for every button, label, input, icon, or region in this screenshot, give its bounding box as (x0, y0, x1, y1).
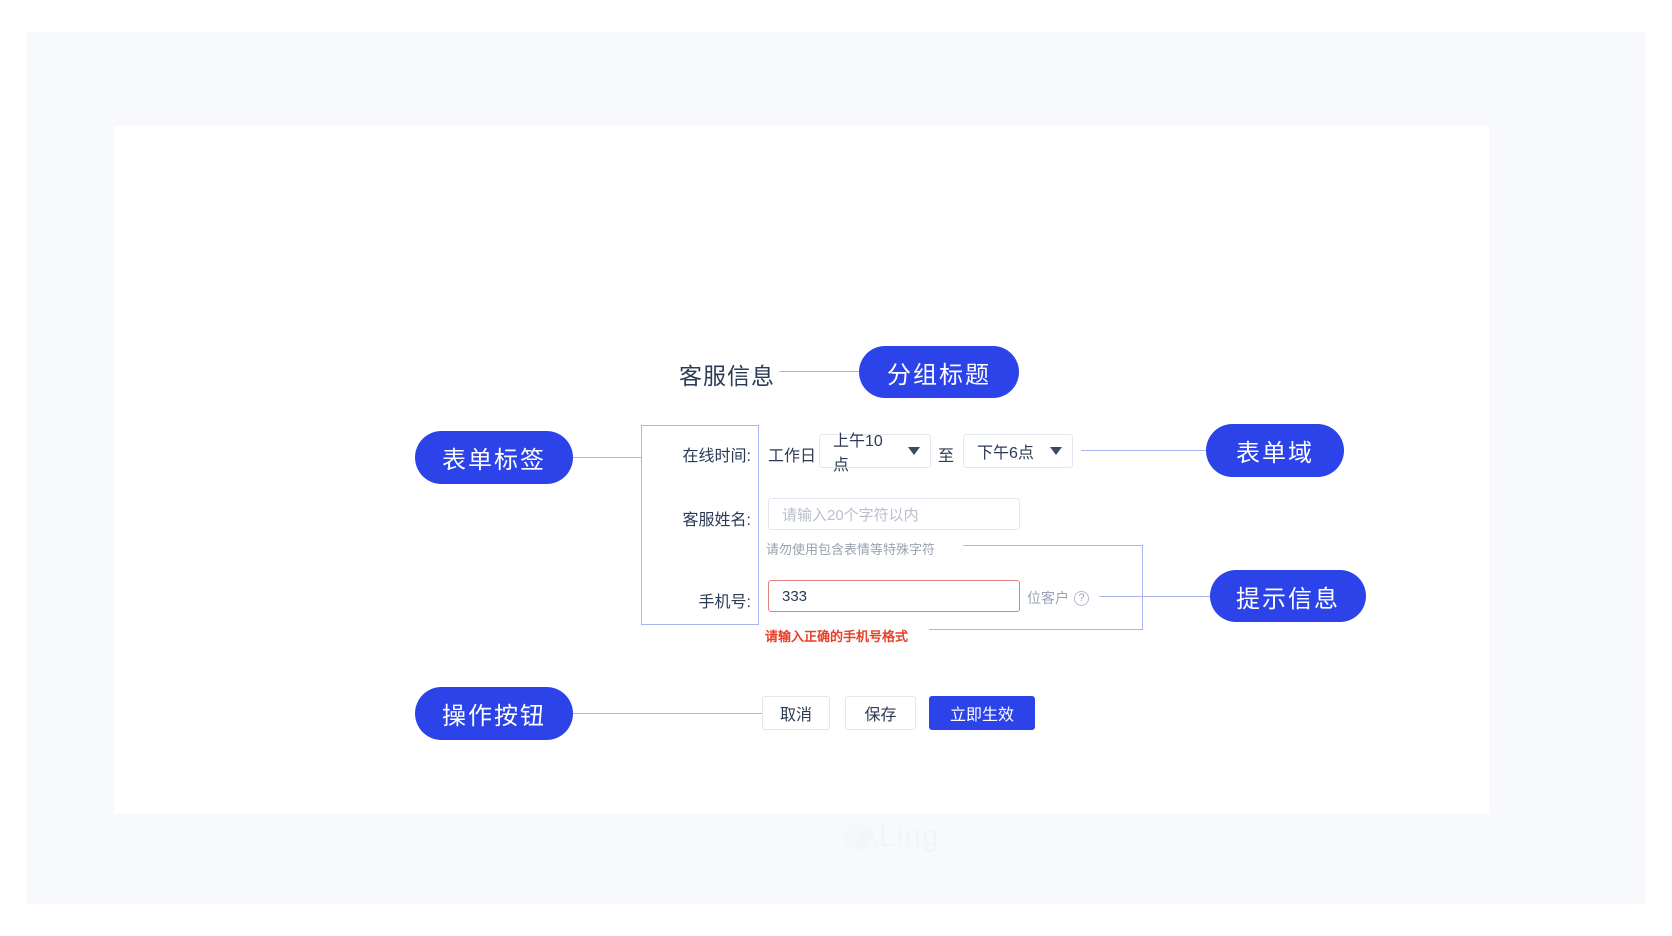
form-label-phone: 手机号: (698, 594, 751, 611)
agent-name-input[interactable]: 请输入20个字符以内 (768, 498, 1020, 530)
phone-suffix-text: 位客户 (1027, 590, 1069, 606)
apply-button[interactable]: 立即生效 (929, 696, 1035, 730)
phone-input[interactable]: 333 (768, 580, 1020, 612)
connector-hint-bottom (929, 629, 1143, 630)
page-background: 客服信息 分组标题 表单标签 在线时间: 工作日 上午10点 至 下午6点 表单… (26, 32, 1646, 904)
connector-hint-to-pill (1099, 596, 1221, 597)
connector-form-label (573, 457, 642, 458)
connector-group-title (779, 371, 861, 372)
watermark-dot-icon (844, 824, 870, 850)
time-separator-text: 至 (938, 448, 955, 465)
phone-value: 333 (782, 587, 808, 605)
connector-hint-top (963, 545, 1143, 546)
phone-suffix-group: 位客户 ? (1027, 588, 1089, 608)
connector-form-field (1081, 450, 1208, 451)
save-button[interactable]: 保存 (845, 696, 916, 730)
annotation-pill-action-buttons: 操作按钮 (415, 687, 573, 740)
end-time-value: 下午6点 (977, 445, 1034, 462)
form-label-bracket (641, 425, 759, 625)
start-time-value: 上午10点 (833, 433, 883, 474)
cancel-button[interactable]: 取消 (762, 696, 830, 730)
content-card: 客服信息 分组标题 表单标签 在线时间: 工作日 上午10点 至 下午6点 表单… (114, 126, 1489, 853)
form-label-online-time: 在线时间: (682, 448, 751, 465)
form-label-agent-name: 客服姓名: (682, 512, 751, 529)
chevron-down-icon (908, 447, 920, 455)
phone-error-text: 请输入正确的手机号格式 (765, 629, 909, 644)
start-time-select[interactable]: 上午10点 (819, 433, 931, 474)
annotation-pill-hint: 提示信息 (1210, 570, 1366, 622)
watermark-logo: ALing (844, 820, 940, 854)
annotation-pill-form-field: 表单域 (1206, 424, 1344, 477)
watermark-text: ALing (858, 820, 940, 853)
question-circle-icon[interactable]: ? (1074, 590, 1089, 606)
weekday-text: 工作日 (768, 448, 817, 465)
connector-hint-vertical (1142, 545, 1143, 629)
end-time-select[interactable]: 下午6点 (963, 434, 1073, 468)
annotation-pill-form-label: 表单标签 (415, 431, 573, 484)
group-title: 客服信息 (679, 363, 775, 389)
agent-name-helper-text: 请勿使用包含表情等特殊字符 (766, 542, 936, 557)
annotation-pill-group-title: 分组标题 (859, 346, 1019, 398)
chevron-down-icon (1050, 447, 1062, 455)
connector-action-buttons (573, 713, 763, 714)
agent-name-placeholder: 请输入20个字符以内 (782, 506, 919, 524)
